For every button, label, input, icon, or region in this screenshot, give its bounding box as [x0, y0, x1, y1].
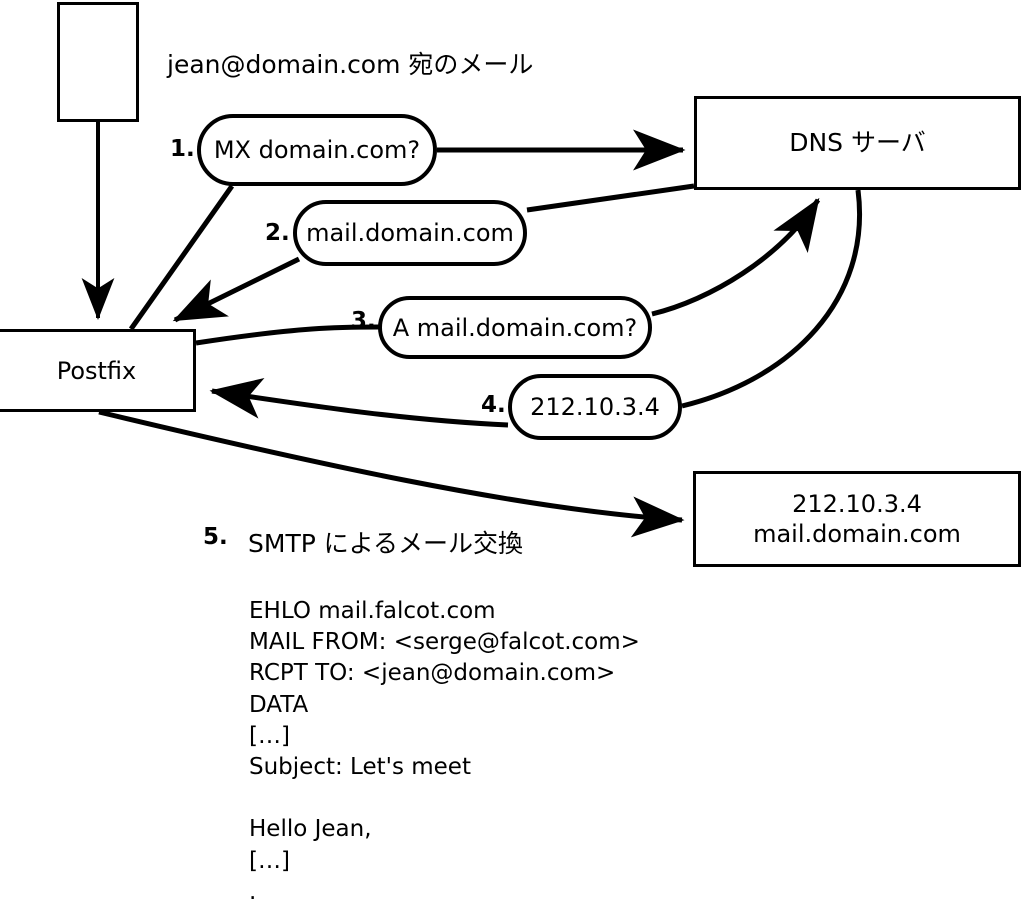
- node-mail-server: 212.10.3.4 mail.domain.com: [693, 471, 1021, 567]
- step-bubble-a-answer: 212.10.3.4: [508, 374, 682, 440]
- connector-postfix-to-step1: [128, 184, 235, 331]
- step-number-5: 5.: [203, 524, 228, 550]
- step-number-1: 1.: [170, 136, 195, 162]
- node-dns-server: DNS サーバ: [694, 96, 1021, 190]
- connector-step2-to-postfix: [172, 256, 301, 323]
- diagram-title: jean@domain.com 宛のメール: [167, 50, 534, 79]
- connector-postfix-to-step3: [195, 324, 380, 346]
- connector-dns-to-step4: [681, 189, 862, 409]
- step-bubble-a-query: A mail.domain.com?: [378, 296, 652, 359]
- node-postfix: Postfix: [0, 329, 196, 412]
- step-number-3: 3.: [351, 308, 376, 334]
- step-bubble-mx-query: MX domain.com?: [197, 114, 437, 186]
- step-number-4: 4.: [481, 392, 506, 418]
- step-5-label: SMTP によるメール交換: [248, 529, 523, 558]
- smtp-transcript: EHLO mail.falcot.com MAIL FROM: <serge@f…: [249, 598, 640, 905]
- step-number-2: 2.: [265, 220, 290, 246]
- node-client-box: [57, 2, 139, 122]
- connector-dns-to-step2: [526, 183, 695, 213]
- connector-step3-to-dns: [651, 197, 821, 317]
- connector-step4-to-postfix: [209, 378, 509, 428]
- step-bubble-mx-answer: mail.domain.com: [293, 200, 527, 266]
- connector-postfix-to-mailserver: [98, 409, 685, 538]
